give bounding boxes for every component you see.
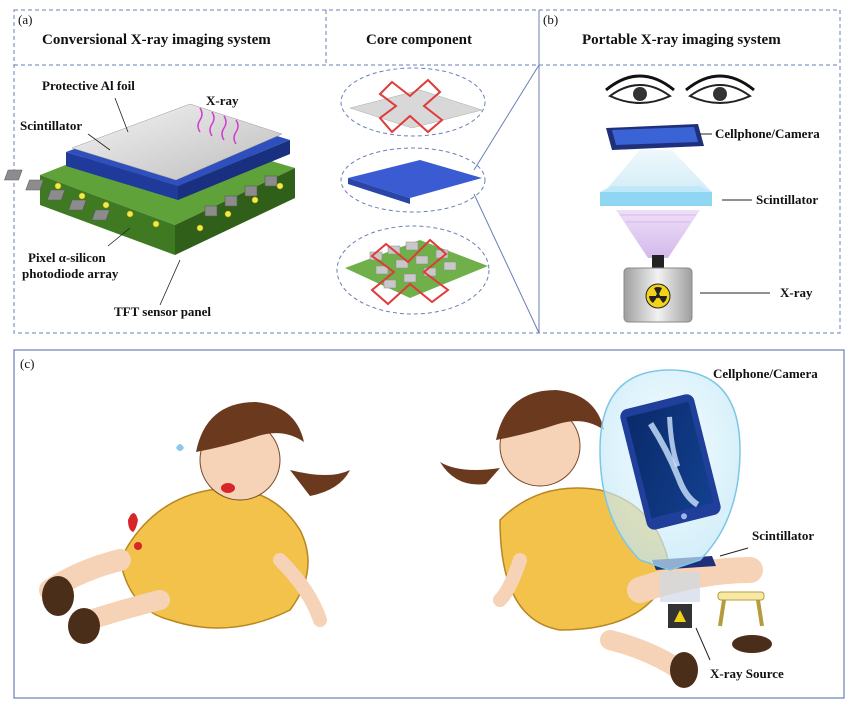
- scintillator-label-b: Scintillator: [756, 192, 819, 207]
- xray-source-label: X-ray Source: [710, 666, 784, 681]
- tft-panel-drawing: [4, 97, 295, 306]
- camera-label-c: Cellphone/Camera: [713, 366, 818, 381]
- core-component-title: Core component: [366, 32, 472, 48]
- panel-b-tag: (b): [543, 12, 559, 27]
- scintillator-label-c: Scintillator: [752, 528, 815, 543]
- photodiode-label-1: Pixel α-silicon: [28, 250, 106, 265]
- hurt-girl-drawing: [39, 402, 350, 644]
- tft-label: TFT sensor panel: [114, 304, 212, 319]
- xray-label-a: X-ray: [206, 93, 239, 108]
- panel-a-title: Conversional X-ray imaging system: [42, 32, 271, 48]
- eyes-icon: [605, 74, 755, 104]
- camera-label-b: Cellphone/Camera: [715, 126, 820, 141]
- photodiode-label-2: photodiode array: [22, 266, 119, 281]
- panel-a-tag: (a): [18, 12, 33, 27]
- panel-c-tag: (c): [20, 356, 35, 371]
- panel-b-title: Portable X-ray imaging system: [582, 32, 781, 48]
- portable-system-drawing: [600, 74, 770, 323]
- al-foil-label: Protective Al foil: [42, 78, 135, 93]
- xray-label-b: X-ray: [780, 285, 813, 300]
- scintillator-label-a: Scintillator: [20, 118, 83, 133]
- panel-c-frame: [13, 349, 845, 699]
- core-component-drawings: [336, 64, 540, 334]
- imaging-girl-drawing: [440, 369, 772, 688]
